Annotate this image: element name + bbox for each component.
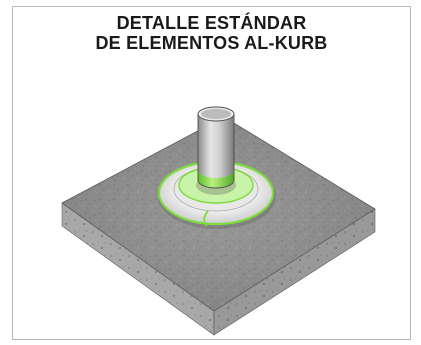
diagram-title: DETALLE ESTÁNDAR DE ELEMENTOS AL-KURB [12,13,411,53]
title-line-2: DE ELEMENTOS AL-KURB [95,33,328,53]
slab-edge [61,202,376,336]
pipe [196,106,236,195]
title-line-1: DETALLE ESTÁNDAR [116,13,307,33]
